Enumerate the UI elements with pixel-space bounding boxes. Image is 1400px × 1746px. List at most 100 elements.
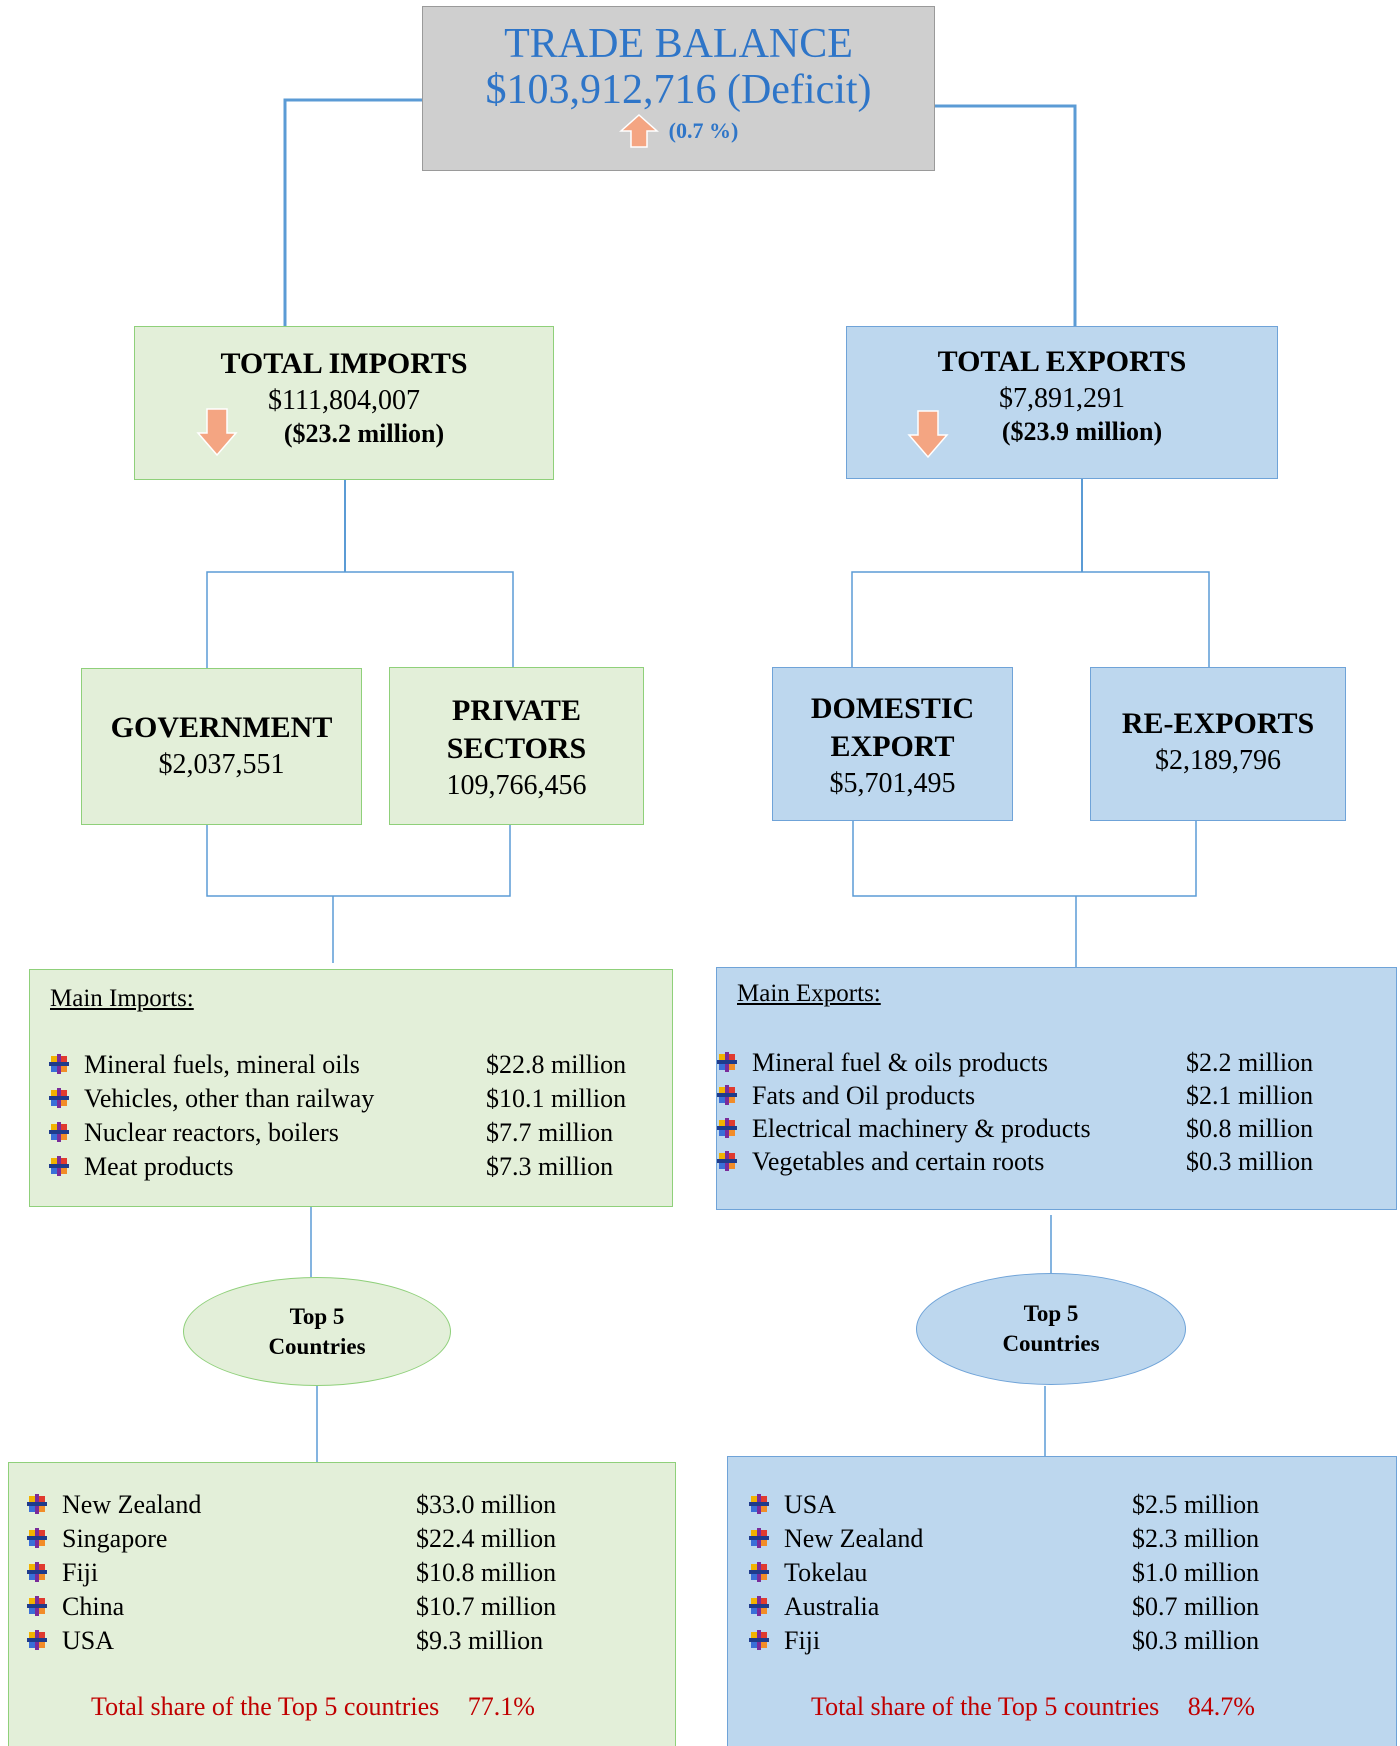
list-item: China $10.7 million — [26, 1592, 556, 1622]
bullet-icon — [48, 1052, 70, 1074]
domestic-export-title-line2: EXPORT — [830, 730, 955, 763]
bullet-icon — [748, 1492, 770, 1514]
export-top5-share: Total share of the Top 5 countries 84.7% — [811, 1692, 1255, 1722]
main-imports-box: Main Imports: Mineral fuels, mineral oil… — [29, 969, 673, 1207]
list-item: Australia $0.7 million — [748, 1592, 1259, 1622]
import-country-value: $10.8 million — [416, 1558, 557, 1587]
trade-balance-box: TRADE BALANCE $103,912,716 (Deficit) (0.… — [422, 6, 935, 171]
bullet-icon — [748, 1526, 770, 1548]
main-exports-title: Main Exports: — [737, 980, 881, 1007]
exports-top5-label-line2: Countries — [1002, 1331, 1100, 1356]
import-item-name: Mineral fuels, mineral oils — [84, 1050, 360, 1079]
bullet-icon — [26, 1526, 48, 1548]
list-item: Mineral fuels, mineral oils $22.8 millio… — [48, 1050, 626, 1080]
exports-top5-ellipse: Top 5 Countries — [916, 1273, 1186, 1385]
down-arrow-icon — [196, 408, 238, 457]
total-exports-change: ($23.9 million) — [1001, 417, 1163, 446]
import-country-value: $22.4 million — [416, 1524, 557, 1553]
re-exports-title: RE-EXPORTS — [1121, 707, 1315, 740]
bullet-icon — [48, 1120, 70, 1142]
import-item-value: $22.8 million — [486, 1050, 627, 1079]
imports-top5-ellipse: Top 5 Countries — [183, 1277, 451, 1386]
bullet-icon — [48, 1086, 70, 1108]
imports-top5-label-line1: Top 5 — [289, 1303, 345, 1329]
list-item: Vegetables and certain roots $0.3 millio… — [716, 1147, 1313, 1177]
list-item: Singapore $22.4 million — [26, 1524, 556, 1554]
export-item-value: $2.1 million — [1186, 1081, 1314, 1110]
bullet-icon — [48, 1154, 70, 1176]
total-imports-box: TOTAL IMPORTS $111,804,007 ($23.2 millio… — [134, 326, 554, 480]
export-share-value: 84.7% — [1187, 1692, 1255, 1721]
export-item-value: $2.2 million — [1186, 1048, 1314, 1077]
list-item: Electrical machinery & products $0.8 mil… — [716, 1114, 1313, 1144]
government-amount: $2,037,551 — [158, 749, 285, 780]
export-item-name: Electrical machinery & products — [752, 1114, 1091, 1143]
import-item-value: $7.7 million — [486, 1118, 614, 1147]
bullet-icon — [716, 1149, 738, 1171]
list-item: Fiji $10.8 million — [26, 1558, 556, 1588]
import-country-name: Singapore — [62, 1524, 168, 1553]
total-exports-amount: $7,891,291 — [999, 383, 1125, 414]
import-country-name: USA — [62, 1626, 115, 1655]
export-country-name: USA — [784, 1490, 837, 1519]
re-exports-box: RE-EXPORTS $2,189,796 — [1090, 667, 1346, 821]
export-country-value: $0.3 million — [1132, 1626, 1260, 1655]
bullet-icon — [716, 1083, 738, 1105]
list-item: Meat products $7.3 million — [48, 1152, 613, 1182]
list-item: Nuclear reactors, boilers $7.7 million — [48, 1118, 613, 1148]
domestic-export-amount: $5,701,495 — [829, 768, 956, 799]
private-sectors-title-line1: PRIVATE — [452, 694, 581, 727]
list-item: New Zealand $33.0 million — [26, 1490, 556, 1520]
list-item: USA $9.3 million — [26, 1626, 543, 1656]
list-item: Mineral fuel & oils products $2.2 millio… — [716, 1048, 1313, 1078]
import-item-name: Vehicles, other than railway — [84, 1084, 375, 1113]
import-country-name: Fiji — [62, 1558, 99, 1587]
export-countries-box: USA $2.5 million New Zealand $2.3 millio… — [727, 1456, 1397, 1746]
private-sectors-box: PRIVATE SECTORS 109,766,456 — [389, 667, 644, 825]
up-arrow-icon — [618, 113, 659, 148]
import-item-name: Nuclear reactors, boilers — [84, 1118, 339, 1147]
import-item-value: $7.3 million — [486, 1152, 614, 1181]
export-item-name: Fats and Oil products — [752, 1081, 976, 1110]
domestic-export-box: DOMESTIC EXPORT $5,701,495 — [772, 667, 1013, 821]
re-exports-amount: $2,189,796 — [1155, 745, 1281, 776]
bullet-icon — [26, 1492, 48, 1514]
export-country-name: Australia — [784, 1592, 880, 1621]
total-exports-box: TOTAL EXPORTS $7,891,291 ($23.9 million) — [846, 326, 1278, 479]
total-imports-title: TOTAL IMPORTS — [220, 347, 468, 380]
import-item-name: Meat products — [84, 1152, 234, 1181]
export-item-value: $0.8 million — [1186, 1114, 1314, 1143]
exports-top5-label-line1: Top 5 — [1023, 1301, 1079, 1326]
private-sectors-amount: 109,766,456 — [446, 770, 587, 801]
bullet-icon — [748, 1628, 770, 1650]
trade-balance-amount: $103,912,716 (Deficit) — [485, 67, 872, 113]
total-imports-change: ($23.2 million) — [283, 419, 445, 448]
government-title: GOVERNMENT — [110, 711, 333, 744]
bullet-icon — [716, 1116, 738, 1138]
list-item: New Zealand $2.3 million — [748, 1524, 1259, 1554]
import-country-name: New Zealand — [62, 1490, 202, 1519]
import-share-label: Total share of the Top 5 countries — [91, 1692, 440, 1721]
import-country-value: $10.7 million — [416, 1592, 557, 1621]
export-country-value: $2.5 million — [1132, 1490, 1260, 1519]
import-country-value: $33.0 million — [416, 1490, 557, 1519]
trade-balance-change: (0.7 %) — [668, 118, 739, 143]
export-item-name: Vegetables and certain roots — [752, 1147, 1045, 1176]
export-item-name: Mineral fuel & oils products — [752, 1048, 1049, 1077]
export-country-value: $2.3 million — [1132, 1524, 1260, 1553]
import-top5-share: Total share of the Top 5 countries 77.1% — [91, 1692, 535, 1722]
imports-top5-label-line2: Countries — [268, 1333, 366, 1359]
trade-balance-change-row: (0.7 %) — [423, 113, 934, 149]
private-sectors-title-line2: SECTORS — [446, 732, 587, 765]
government-box: GOVERNMENT $2,037,551 — [81, 668, 362, 825]
total-imports-amount: $111,804,007 — [268, 385, 420, 416]
domestic-export-title-line1: DOMESTIC — [810, 692, 975, 725]
list-item: Vehicles, other than railway $10.1 milli… — [48, 1084, 626, 1114]
list-item: Fiji $0.3 million — [748, 1626, 1259, 1656]
bullet-icon — [716, 1050, 738, 1072]
export-country-value: $0.7 million — [1132, 1592, 1260, 1621]
export-item-value: $0.3 million — [1186, 1147, 1314, 1176]
export-country-name: Fiji — [784, 1626, 821, 1655]
export-country-value: $1.0 million — [1132, 1558, 1260, 1587]
bullet-icon — [748, 1560, 770, 1582]
